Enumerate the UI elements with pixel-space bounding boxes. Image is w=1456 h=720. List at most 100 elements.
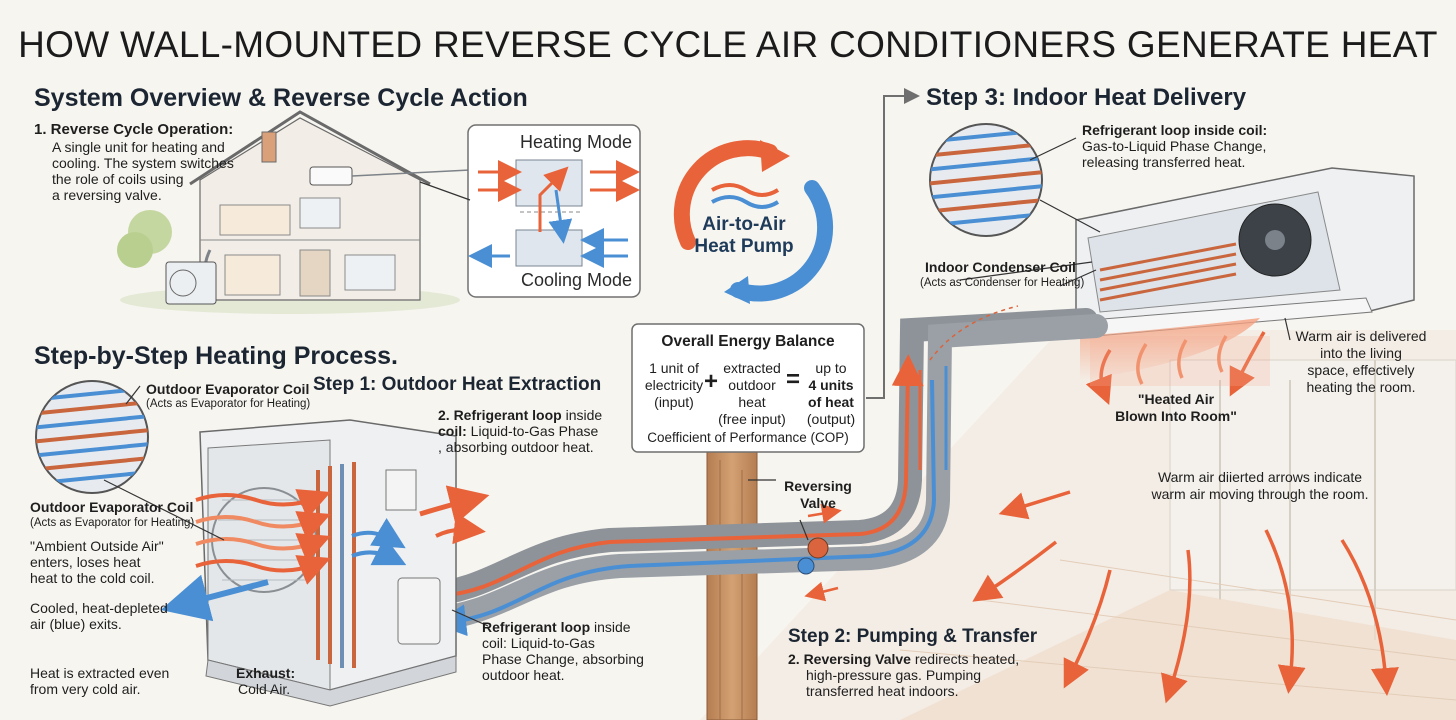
refrigerant-pipes — [408, 305, 1108, 637]
cop-label: Coefficient of Performance (COP) — [647, 430, 849, 445]
extracted-line-1: Heat is extracted even — [30, 665, 170, 681]
step1-heading: Step 1: Outdoor Heat Extraction — [313, 374, 602, 395]
room-arrows-line-2: warm air moving through the room. — [1151, 486, 1369, 502]
reversing-valve-label: Reversing Valve — [778, 478, 858, 512]
reverse-cycle-line-2: cooling. The system switches — [52, 155, 234, 171]
energy-input-line-1: 1 unit of — [649, 360, 699, 376]
heat-pump-line-2: Heat Pump — [694, 236, 794, 257]
pipe-loop-line-4: outdoor heat. — [482, 667, 565, 683]
warm-air-text: Warm air is delivered into the living sp… — [1286, 328, 1436, 396]
cooled-air-line-2: air (blue) exits. — [30, 616, 122, 632]
reverse-cycle-line-4: a reversing valve. — [52, 187, 162, 203]
reverse-cycle-line-1: A single unit for heating and — [52, 139, 225, 155]
exhaust-title: Exhaust: — [236, 665, 296, 681]
step1-loop-bold-1: 2. Refrigerant loop — [438, 407, 562, 423]
room-warm-arrows — [972, 490, 1399, 704]
indoor-loop-line-2: releasing transferred heat. — [1082, 154, 1246, 170]
extracted-line-2: from very cold air. — [30, 681, 141, 697]
mode-panel — [467, 124, 641, 298]
wall-pillar — [706, 447, 758, 720]
cooled-air-line-1: Cooled, heat-depleted — [30, 600, 168, 616]
energy-input-line-3: (input) — [654, 394, 694, 410]
step3-heading: Step 3: Indoor Heat Delivery — [926, 84, 1247, 111]
heat-pump-line-1: Air-to-Air — [702, 214, 786, 235]
energy-free-line-3: heat — [738, 394, 766, 410]
step2-line-3: transferred heat indoors. — [806, 683, 959, 699]
step1-loop-bold-2: coil: — [438, 423, 467, 439]
energy-output-line-1: up to — [815, 360, 847, 376]
step1-loop-text-1: inside — [561, 407, 603, 423]
warm-air-line-2: into the living — [1320, 345, 1402, 361]
step1-loop-line-3: , absorbing outdoor heat. — [438, 439, 594, 455]
ambient-air-line-2: enters, loses heat — [30, 554, 141, 570]
evap-top-title: Outdoor Evaporator Coil — [146, 381, 310, 397]
indoor-condenser-title: Indoor Condenser Coil — [925, 259, 1076, 275]
exhaust-value: Cold Air. — [238, 681, 291, 697]
leader-lines — [419, 181, 1291, 627]
step1-loop-line-1: 2. Refrigerant loop inside — [438, 407, 602, 424]
evap-left-sub: (Acts as Evaporator for Heating) — [30, 517, 195, 529]
step2-line-2: high-pressure gas. Pumping — [806, 667, 982, 683]
energy-plus-sign: + — [704, 368, 719, 395]
energy-free-col: extracted outdoor heat (free input) — [716, 360, 788, 428]
evap-left-title: Outdoor Evaporator Coil — [30, 499, 194, 515]
heated-air-waves — [1085, 331, 1270, 406]
energy-free-line-4: (free input) — [718, 411, 786, 427]
heated-air-line-2: Blown Into Room" — [1115, 408, 1237, 424]
indoor-loop-line-1: Gas-to-Liquid Phase Change, — [1082, 138, 1267, 154]
ambient-air-line-3: heat to the cold coil. — [30, 570, 155, 586]
heated-air-line-1: "Heated Air — [1137, 391, 1215, 407]
heat-pump-cycle — [673, 140, 834, 304]
room-arrows-line-1: Warm air diierted arrows indicate — [1157, 469, 1363, 485]
energy-balance-box — [631, 88, 920, 453]
pipe-loop-line-1: Refrigerant loop inside — [482, 619, 631, 636]
warm-air-line-4: heating the room. — [1306, 379, 1416, 395]
energy-output-line-4: (output) — [806, 411, 856, 427]
indoor-coil-closeup — [929, 123, 1101, 237]
overview-heading: System Overview & Reverse Cycle Action — [34, 84, 528, 112]
energy-output-line-3: of heat — [808, 394, 854, 410]
step2-heading: Step 2: Pumping & Transfer — [788, 626, 1038, 647]
step2-bold: 2. Reversing Valve — [788, 651, 911, 667]
reverse-cycle-line-3: the role of coils using — [52, 171, 184, 187]
heat-pump-label: Air-to-Air Heat Pump — [688, 214, 800, 258]
ambient-air-line-1: "Ambient Outside Air" — [30, 538, 164, 554]
energy-free-line-2: outdoor — [728, 377, 776, 393]
process-heading: Step-by-Step Heating Process. — [34, 342, 398, 370]
outdoor-coil-closeup — [35, 380, 225, 541]
room-scene — [700, 330, 1456, 720]
energy-input-col: 1 unit of electricity (input) — [636, 360, 712, 411]
room-arrows-text: Warm air diierted arrows indicate warm a… — [1120, 469, 1400, 503]
energy-equals-sign: = — [786, 366, 801, 393]
page-title: HOW WALL-MOUNTED REVERSE CYCLE AIR CONDI… — [18, 24, 1438, 65]
pipe-loop-text: inside — [590, 619, 631, 635]
reversing-valve-line-2: Valve — [800, 495, 836, 511]
step1-loop-line-2: coil: Liquid-to-Gas Phase — [438, 423, 598, 440]
pipe-loop-bold: Refrigerant loop — [482, 619, 591, 635]
energy-input-line-2: electricity — [644, 377, 704, 393]
reversing-valve-line-1: Reversing — [784, 478, 852, 494]
outdoor-air-arrows — [160, 485, 490, 622]
warm-air-line-1: Warm air is delivered — [1295, 328, 1427, 344]
reverse-cycle-title: 1. Reverse Cycle Operation: — [34, 121, 234, 138]
energy-free-line-1: extracted — [723, 360, 781, 376]
cooling-mode-label: Cooling Mode — [521, 270, 633, 290]
energy-output-line-2: 4 units — [808, 377, 854, 393]
step1-loop-text-2: Liquid-to-Gas Phase — [466, 423, 599, 439]
evap-top-sub: (Acts as Evaporator for Heating) — [146, 398, 311, 410]
energy-balance-title: Overall Energy Balance — [661, 333, 835, 350]
warm-air-line-3: space, effectively — [1307, 362, 1415, 378]
heating-mode-label: Heating Mode — [520, 132, 633, 152]
indoor-condenser-sub: (Acts as Condenser for Heating) — [920, 277, 1085, 289]
indoor-loop-title: Refrigerant loop inside coil: — [1082, 122, 1268, 138]
indoor-unit — [1075, 167, 1415, 380]
house-illustration — [117, 110, 471, 314]
step2-line-1: 2. Reversing Valve redirects heated, — [788, 651, 1019, 668]
step2-text: redirects heated, — [910, 651, 1020, 667]
energy-output-col: up to 4 units of heat (output) — [802, 360, 860, 428]
pipe-loop-line-3: Phase Change, absorbing — [482, 651, 644, 667]
heated-air-label: "Heated Air Blown Into Room" — [1096, 391, 1256, 425]
pipe-loop-line-2: coil: Liquid-to-Gas — [482, 635, 595, 651]
